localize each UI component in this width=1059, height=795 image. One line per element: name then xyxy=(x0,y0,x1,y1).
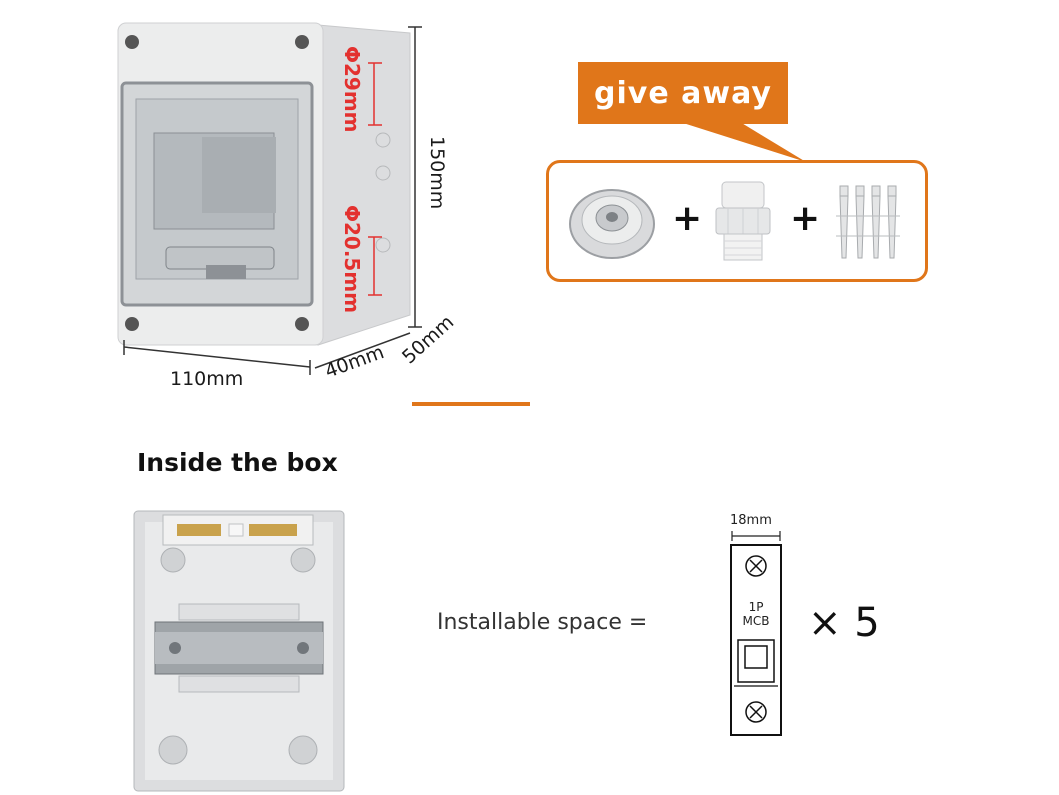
mcb-width-arrow xyxy=(731,531,781,541)
hole-large-label: Φ29mm xyxy=(340,46,364,133)
mcb-label-line1: 1P xyxy=(748,600,764,614)
section-divider xyxy=(412,402,530,406)
mcb-width-label: 18mm xyxy=(730,513,772,528)
inside-box-photo xyxy=(133,510,345,792)
width-label: 110mm xyxy=(170,368,244,390)
give-away-pointer xyxy=(680,122,806,162)
mcb-text: 1P MCB xyxy=(731,600,781,628)
give-away-tag: give away xyxy=(578,62,788,124)
rubber-grommet-icon xyxy=(569,189,655,259)
mcb-label-line2: MCB xyxy=(742,614,770,628)
mcb-breaker-icon xyxy=(730,544,782,736)
plus-separator-2: + xyxy=(790,198,821,239)
cable-gland-icon xyxy=(715,181,771,261)
height-label: 150mm xyxy=(426,136,448,210)
inside-box-title: Inside the box xyxy=(137,448,338,477)
wall-anchors-icon xyxy=(836,185,900,259)
installable-space-text: Installable space = xyxy=(437,610,648,635)
enclosure-illustration xyxy=(117,22,422,375)
multiplier-text: × 5 xyxy=(808,600,880,646)
hole-small-label: Φ20.5mm xyxy=(340,205,364,314)
plus-separator-1: + xyxy=(672,198,703,239)
